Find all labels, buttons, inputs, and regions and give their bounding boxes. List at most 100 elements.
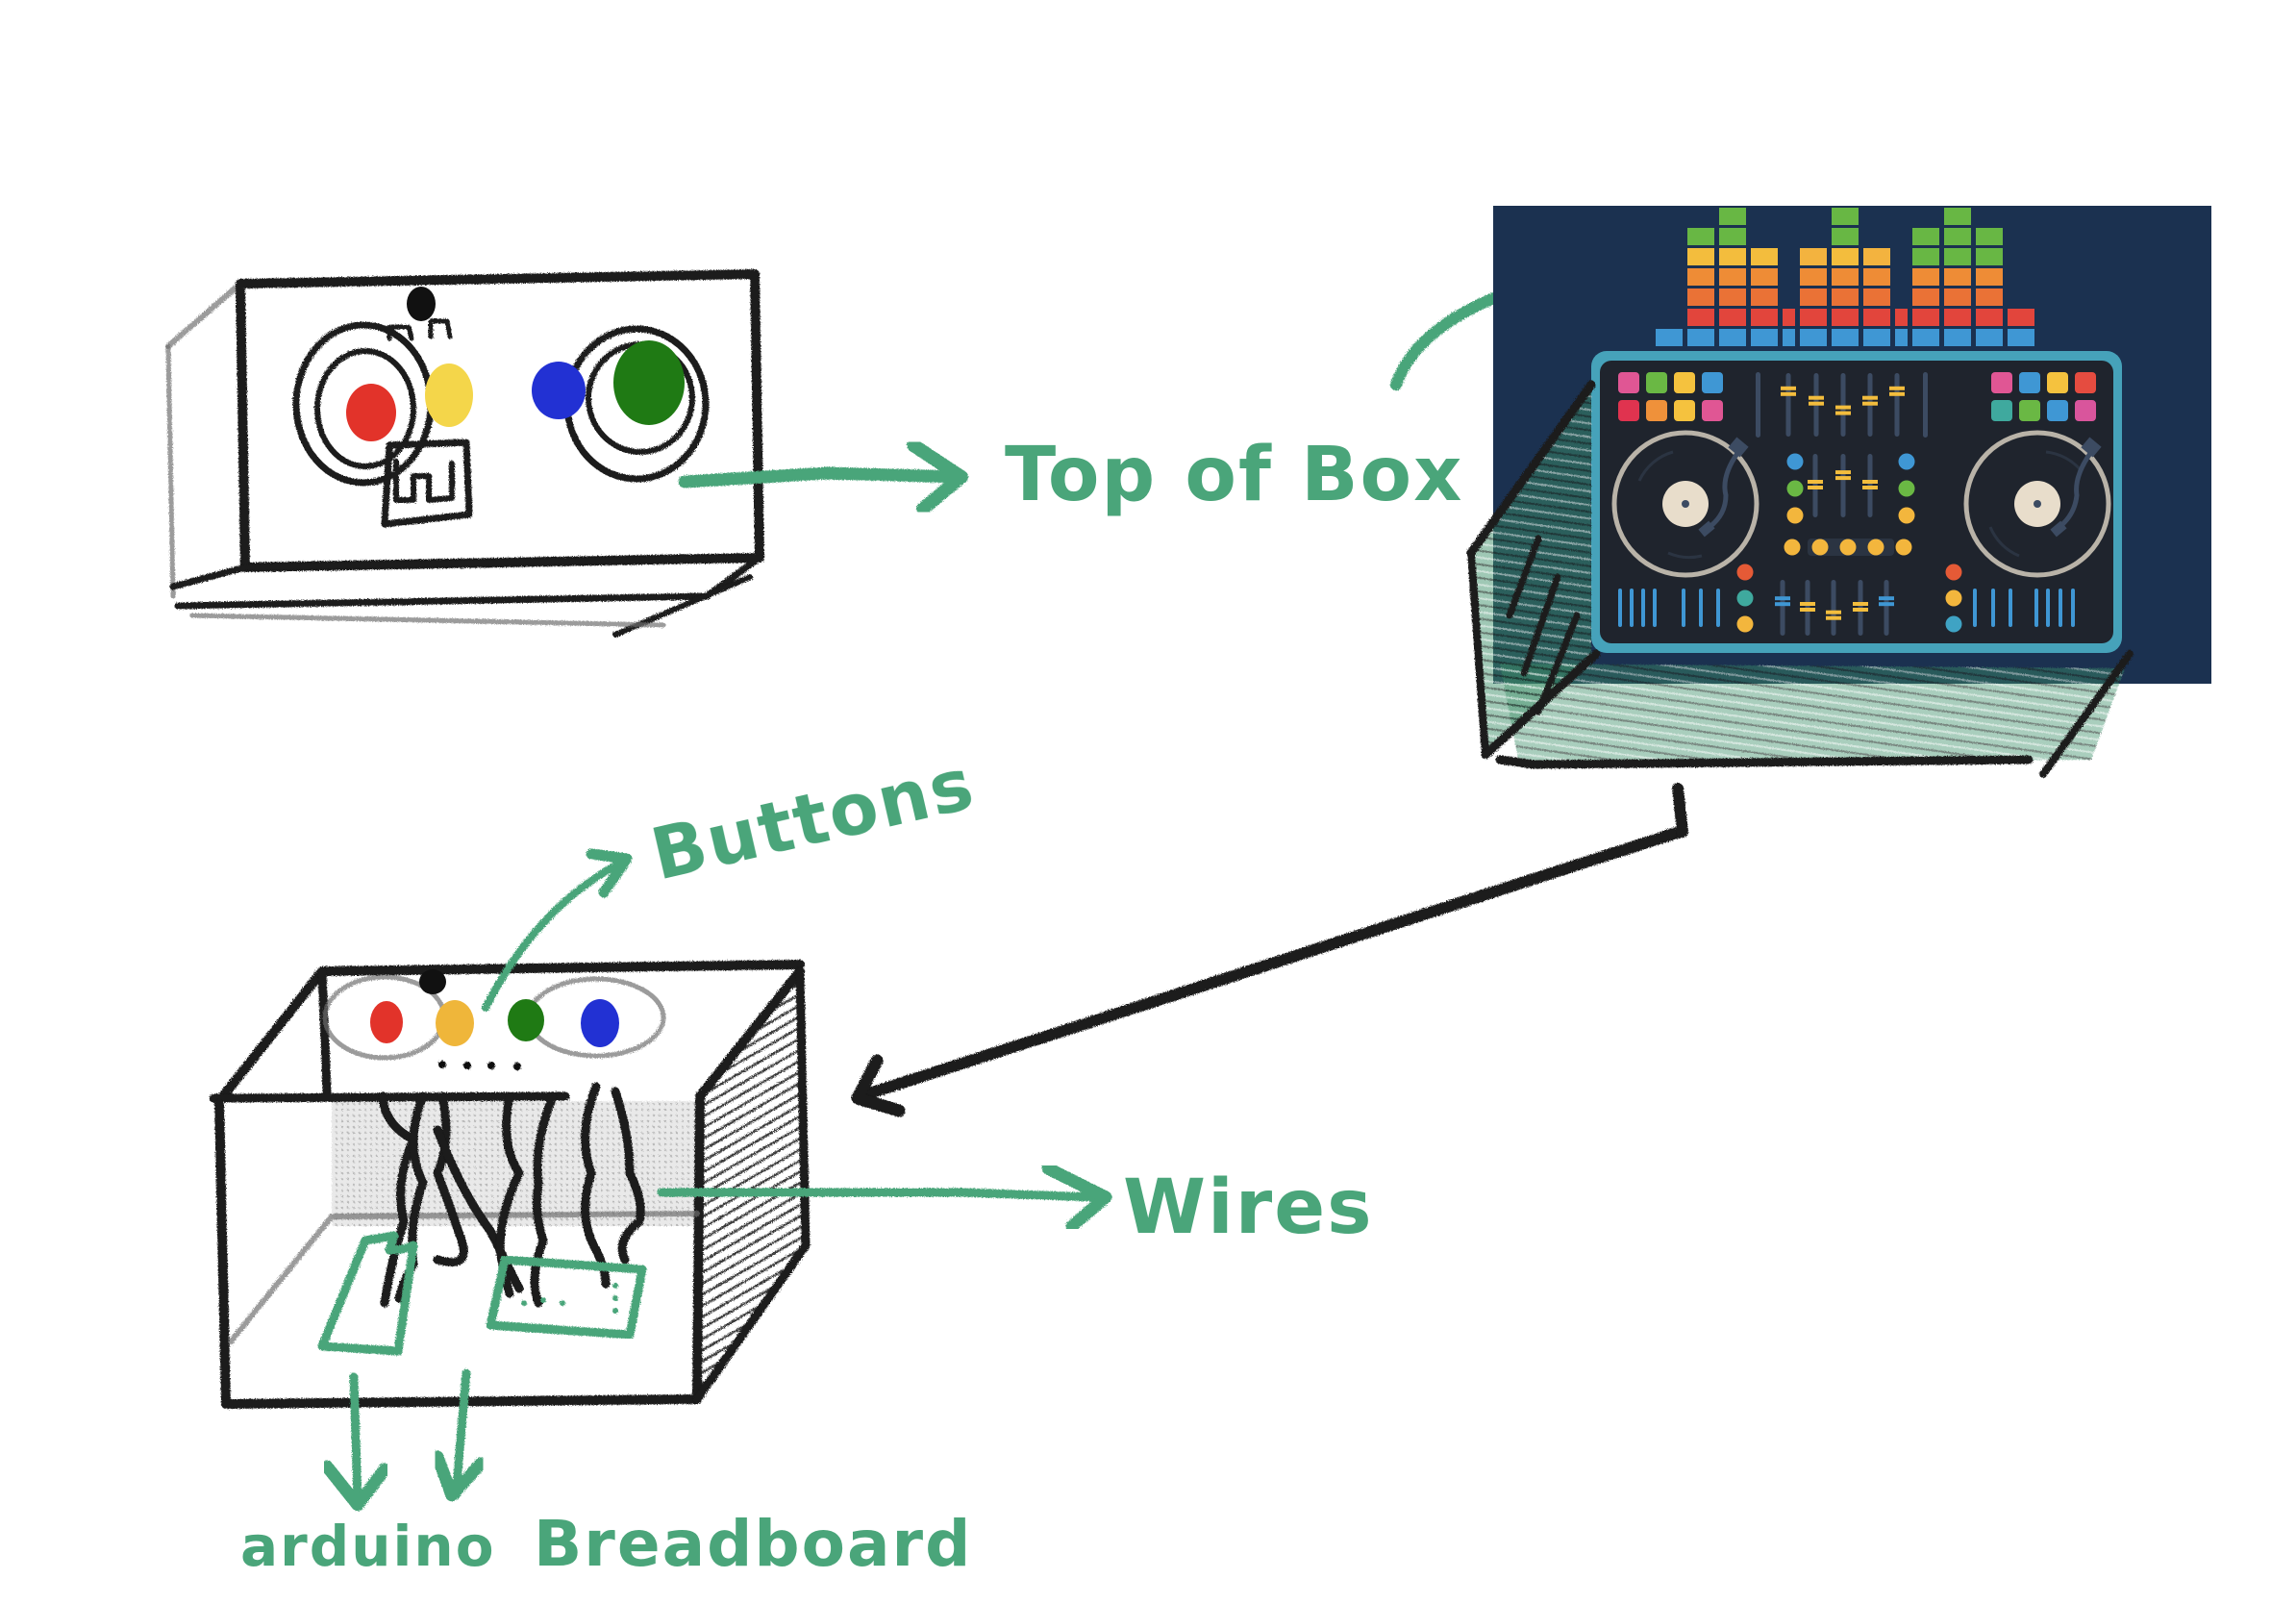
cue-button[interactable] xyxy=(1784,539,1801,556)
equalizer-cell xyxy=(1912,329,1939,346)
performance-pad[interactable] xyxy=(1991,372,2012,393)
performance-pad[interactable] xyxy=(2047,400,2068,421)
performance-pad[interactable] xyxy=(1646,372,1667,393)
indicator-button[interactable] xyxy=(1786,507,1804,524)
fader-cap[interactable] xyxy=(1800,602,1815,606)
equalizer-cell xyxy=(1687,288,1714,306)
fader-cap[interactable] xyxy=(1808,486,1823,489)
fader-cap[interactable] xyxy=(1862,486,1878,489)
fader-cap[interactable] xyxy=(1835,476,1851,481)
fader-cap[interactable] xyxy=(1835,411,1851,415)
label-wires: Wires xyxy=(1123,1165,1374,1251)
fader-cap[interactable] xyxy=(1826,610,1841,614)
equalizer-cell xyxy=(1687,248,1714,265)
fader-cap[interactable] xyxy=(1809,401,1824,406)
right-platter-grooves-2 xyxy=(1988,526,2020,558)
fader-cap[interactable] xyxy=(1775,596,1790,601)
side-button[interactable] xyxy=(1945,615,1962,633)
side-button[interactable] xyxy=(1736,615,1754,633)
equalizer-cell xyxy=(1687,268,1714,286)
equalizer-cell xyxy=(1719,208,1746,225)
indicator-button[interactable] xyxy=(1898,507,1915,524)
fader-cap[interactable] xyxy=(1862,401,1878,406)
fader-cap[interactable] xyxy=(1879,596,1894,601)
performance-pad[interactable] xyxy=(2047,372,2068,393)
performance-pad[interactable] xyxy=(2019,400,2040,421)
label-top-of-box: Top of Box xyxy=(1005,432,1463,518)
level-meter-bar xyxy=(2071,589,2075,627)
performance-pad[interactable] xyxy=(1991,400,2012,421)
fader-cap[interactable] xyxy=(1809,395,1824,400)
right-turntable[interactable] xyxy=(1963,430,2111,578)
indicator-button[interactable] xyxy=(1786,480,1804,497)
side-button[interactable] xyxy=(1945,589,1962,607)
performance-pad[interactable] xyxy=(2075,372,2096,393)
equalizer-cell xyxy=(1976,228,2003,245)
left-turntable[interactable] xyxy=(1611,430,1759,578)
indicator-button[interactable] xyxy=(1898,480,1915,497)
fader-track xyxy=(1840,454,1846,517)
cue-button[interactable] xyxy=(1839,539,1857,556)
equalizer-cell xyxy=(1719,228,1746,245)
fader-cap[interactable] xyxy=(1835,470,1851,475)
equalizer-cell xyxy=(1976,268,2003,286)
fader-cap[interactable] xyxy=(1781,386,1796,390)
side-button[interactable] xyxy=(1945,564,1962,581)
fader-cap[interactable] xyxy=(1862,395,1878,400)
fader-cap[interactable] xyxy=(1853,602,1868,606)
level-meter-bar xyxy=(2034,589,2038,627)
cue-button[interactable] xyxy=(1811,539,1829,556)
arrow-to-breadboard xyxy=(431,1368,487,1502)
equalizer-cell xyxy=(1944,248,1971,265)
performance-pad[interactable] xyxy=(1702,400,1723,421)
indicator-button[interactable] xyxy=(1898,453,1915,470)
fader-cap[interactable] xyxy=(1879,602,1894,607)
cue-button[interactable] xyxy=(1895,539,1912,556)
performance-pad[interactable] xyxy=(1646,400,1667,421)
equalizer-cell xyxy=(1832,268,1859,286)
right-spindle xyxy=(2034,500,2041,508)
equalizer-cell xyxy=(1751,309,1778,326)
equalizer-cell xyxy=(1800,248,1827,265)
bottom-button-green xyxy=(508,999,544,1041)
level-meter-bar xyxy=(1618,589,1622,627)
performance-pad[interactable] xyxy=(2019,372,2040,393)
left-tonearm xyxy=(1708,450,1741,529)
equalizer-cell xyxy=(1944,309,1971,326)
fader-cap[interactable] xyxy=(1835,405,1851,410)
equalizer-cell xyxy=(1912,288,1939,306)
fader-cap[interactable] xyxy=(1853,608,1868,612)
equalizer-cell xyxy=(1783,309,1795,326)
wire xyxy=(433,1125,524,1293)
label-buttons: Buttons xyxy=(644,742,983,897)
fader-cap[interactable] xyxy=(1781,391,1796,396)
cue-button[interactable] xyxy=(1867,539,1884,556)
performance-pad[interactable] xyxy=(1674,400,1695,421)
performance-pad[interactable] xyxy=(1702,372,1723,393)
fader-cap[interactable] xyxy=(1775,602,1790,607)
equalizer-cell xyxy=(1863,329,1890,346)
fader-cap[interactable] xyxy=(1826,615,1841,620)
fader-cap[interactable] xyxy=(1889,391,1905,396)
performance-pad[interactable] xyxy=(2075,400,2096,421)
side-button[interactable] xyxy=(1736,589,1754,607)
performance-pad[interactable] xyxy=(1618,400,1639,421)
fader-cap[interactable] xyxy=(1800,608,1815,612)
left-platter-grooves xyxy=(1637,450,1674,482)
equalizer-cell xyxy=(1751,288,1778,306)
fader-cap[interactable] xyxy=(1808,480,1823,484)
equalizer-cell xyxy=(1976,248,2003,265)
side-button[interactable] xyxy=(1736,564,1754,581)
indicator-dots xyxy=(1736,453,1962,633)
fader-cap[interactable] xyxy=(1889,386,1905,390)
level-meter-bar xyxy=(1973,589,1977,627)
top-button-black xyxy=(407,287,436,321)
indicator-button[interactable] xyxy=(1786,453,1804,470)
level-meter-bar xyxy=(2046,589,2050,627)
level-meter-bar xyxy=(1682,589,1685,627)
performance-pad[interactable] xyxy=(1674,372,1695,393)
performance-pad[interactable] xyxy=(1618,372,1639,393)
bottom-box-buttons xyxy=(370,969,619,1047)
fader-cap[interactable] xyxy=(1862,480,1878,484)
